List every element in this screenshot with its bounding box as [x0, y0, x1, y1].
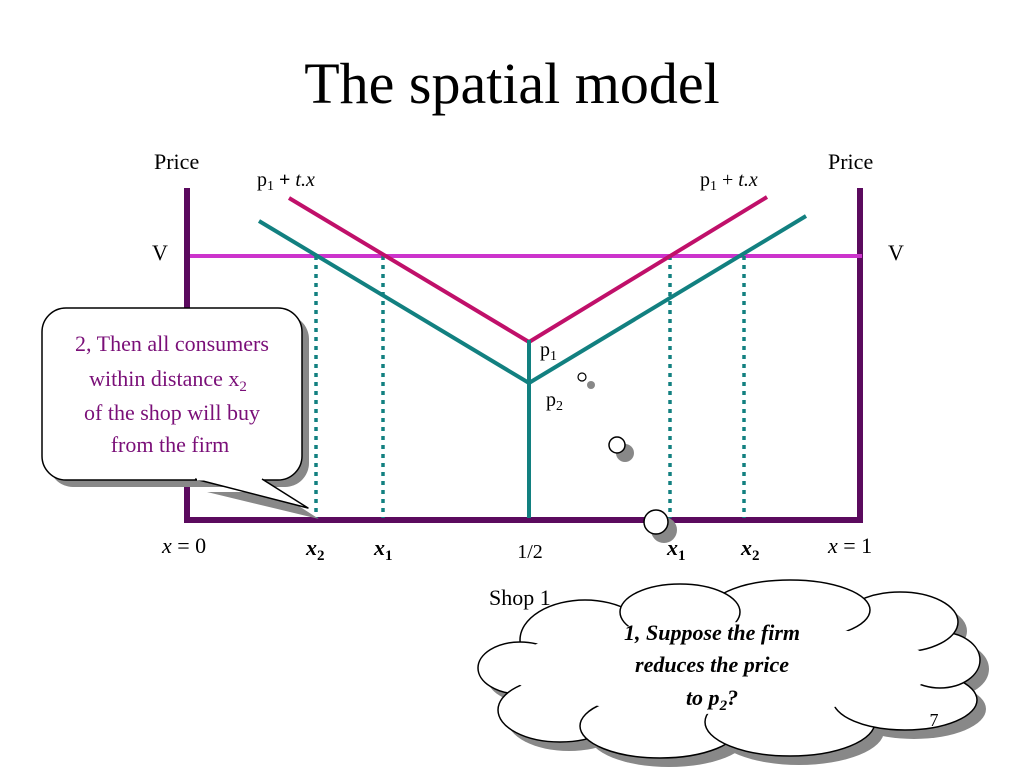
x1-right-sub: 1: [678, 548, 686, 564]
page-number: 7: [930, 710, 939, 730]
callout-line-4: from the firm: [111, 432, 230, 457]
p2-price-lines: [257, 214, 808, 386]
right-curve-label-p: p: [700, 169, 710, 191]
cloud-line-3-sub: 2: [719, 698, 728, 714]
right-v-label: V: [888, 240, 904, 265]
slide-title: The spatial model: [304, 51, 720, 116]
callout-pointer-shadow: [207, 492, 319, 519]
left-curve-label-sub: 1: [267, 179, 274, 194]
p2-label-sub: 2: [556, 399, 563, 414]
half-label: 1/2: [517, 541, 543, 563]
left-curve-label: p1 + t.x: [257, 169, 315, 194]
x2-left-var: x: [305, 535, 317, 560]
x2-left-sub: 2: [317, 548, 325, 564]
dotted-markers: [314, 256, 746, 518]
cloud-line-1: 1, Suppose the firm: [624, 620, 800, 645]
left-curve-label-tx: t.x: [295, 169, 315, 191]
x2-left-label: x2: [305, 535, 325, 564]
callout-pointer: [194, 478, 309, 509]
right-curve-label-plus: +: [717, 169, 738, 191]
callout-line-3: of the shop will buy: [84, 400, 260, 425]
x2-right-var: x: [740, 535, 752, 560]
p1-price-lines: [287, 195, 769, 345]
p1-label-sub: 1: [550, 349, 557, 364]
cloud-line-2: reduces the price: [635, 652, 789, 677]
left-v-label: V: [152, 240, 168, 265]
right-curve-label-sub: 1: [710, 179, 717, 194]
callout-body: [41, 307, 303, 481]
x-one-label: x = 1: [827, 533, 872, 558]
callout-line-2: within distance x2: [89, 366, 247, 395]
right-curve-label: p1 + t.x: [700, 169, 758, 194]
p2-label: p2: [546, 389, 563, 414]
p2-label-p: p: [546, 389, 556, 411]
p1-label: p1: [540, 339, 557, 364]
callout-box: 2, Then all consumers within distance x2…: [41, 307, 319, 519]
left-curve-label-plus: +: [274, 169, 295, 191]
cloud-line-3-suffix: ?: [727, 685, 738, 710]
left-price-label: Price: [154, 149, 199, 174]
callout-line-2-sub: 2: [239, 379, 247, 395]
x-zero-val: = 0: [172, 533, 206, 558]
bubble-medium: [608, 436, 626, 454]
right-price-label: Price: [828, 149, 873, 174]
x-one-var: x: [827, 533, 838, 558]
right-curve-label-tx: t.x: [738, 169, 758, 191]
callout-line-2-text: within distance x: [89, 366, 239, 391]
x2-right-label: x2: [740, 535, 760, 564]
bubble-small: [577, 372, 587, 382]
bubble-small-shadow: [587, 381, 595, 389]
left-curve-label-p: p: [257, 169, 267, 191]
x1-left-var: x: [373, 535, 385, 560]
cloud-line-3: to p2?: [686, 685, 738, 714]
cloud-center-fill: [505, 622, 935, 714]
x-zero-var: x: [161, 533, 172, 558]
p1-label-p: p: [540, 339, 550, 361]
callout-line-1: 2, Then all consumers: [75, 331, 269, 356]
bubble-large: [643, 509, 669, 535]
x1-left-label: x1: [373, 535, 393, 564]
thought-bubble-trail: [577, 372, 677, 543]
x-zero-label: x = 0: [161, 533, 206, 558]
x2-right-sub: 2: [752, 548, 760, 564]
x1-left-sub: 1: [385, 548, 393, 564]
cloud-line-3-text: to p: [686, 685, 720, 710]
x-one-val: = 1: [838, 533, 872, 558]
thought-cloud: 1, Suppose the firm reduces the price to…: [477, 579, 989, 767]
shop-label: Shop 1: [489, 585, 551, 610]
